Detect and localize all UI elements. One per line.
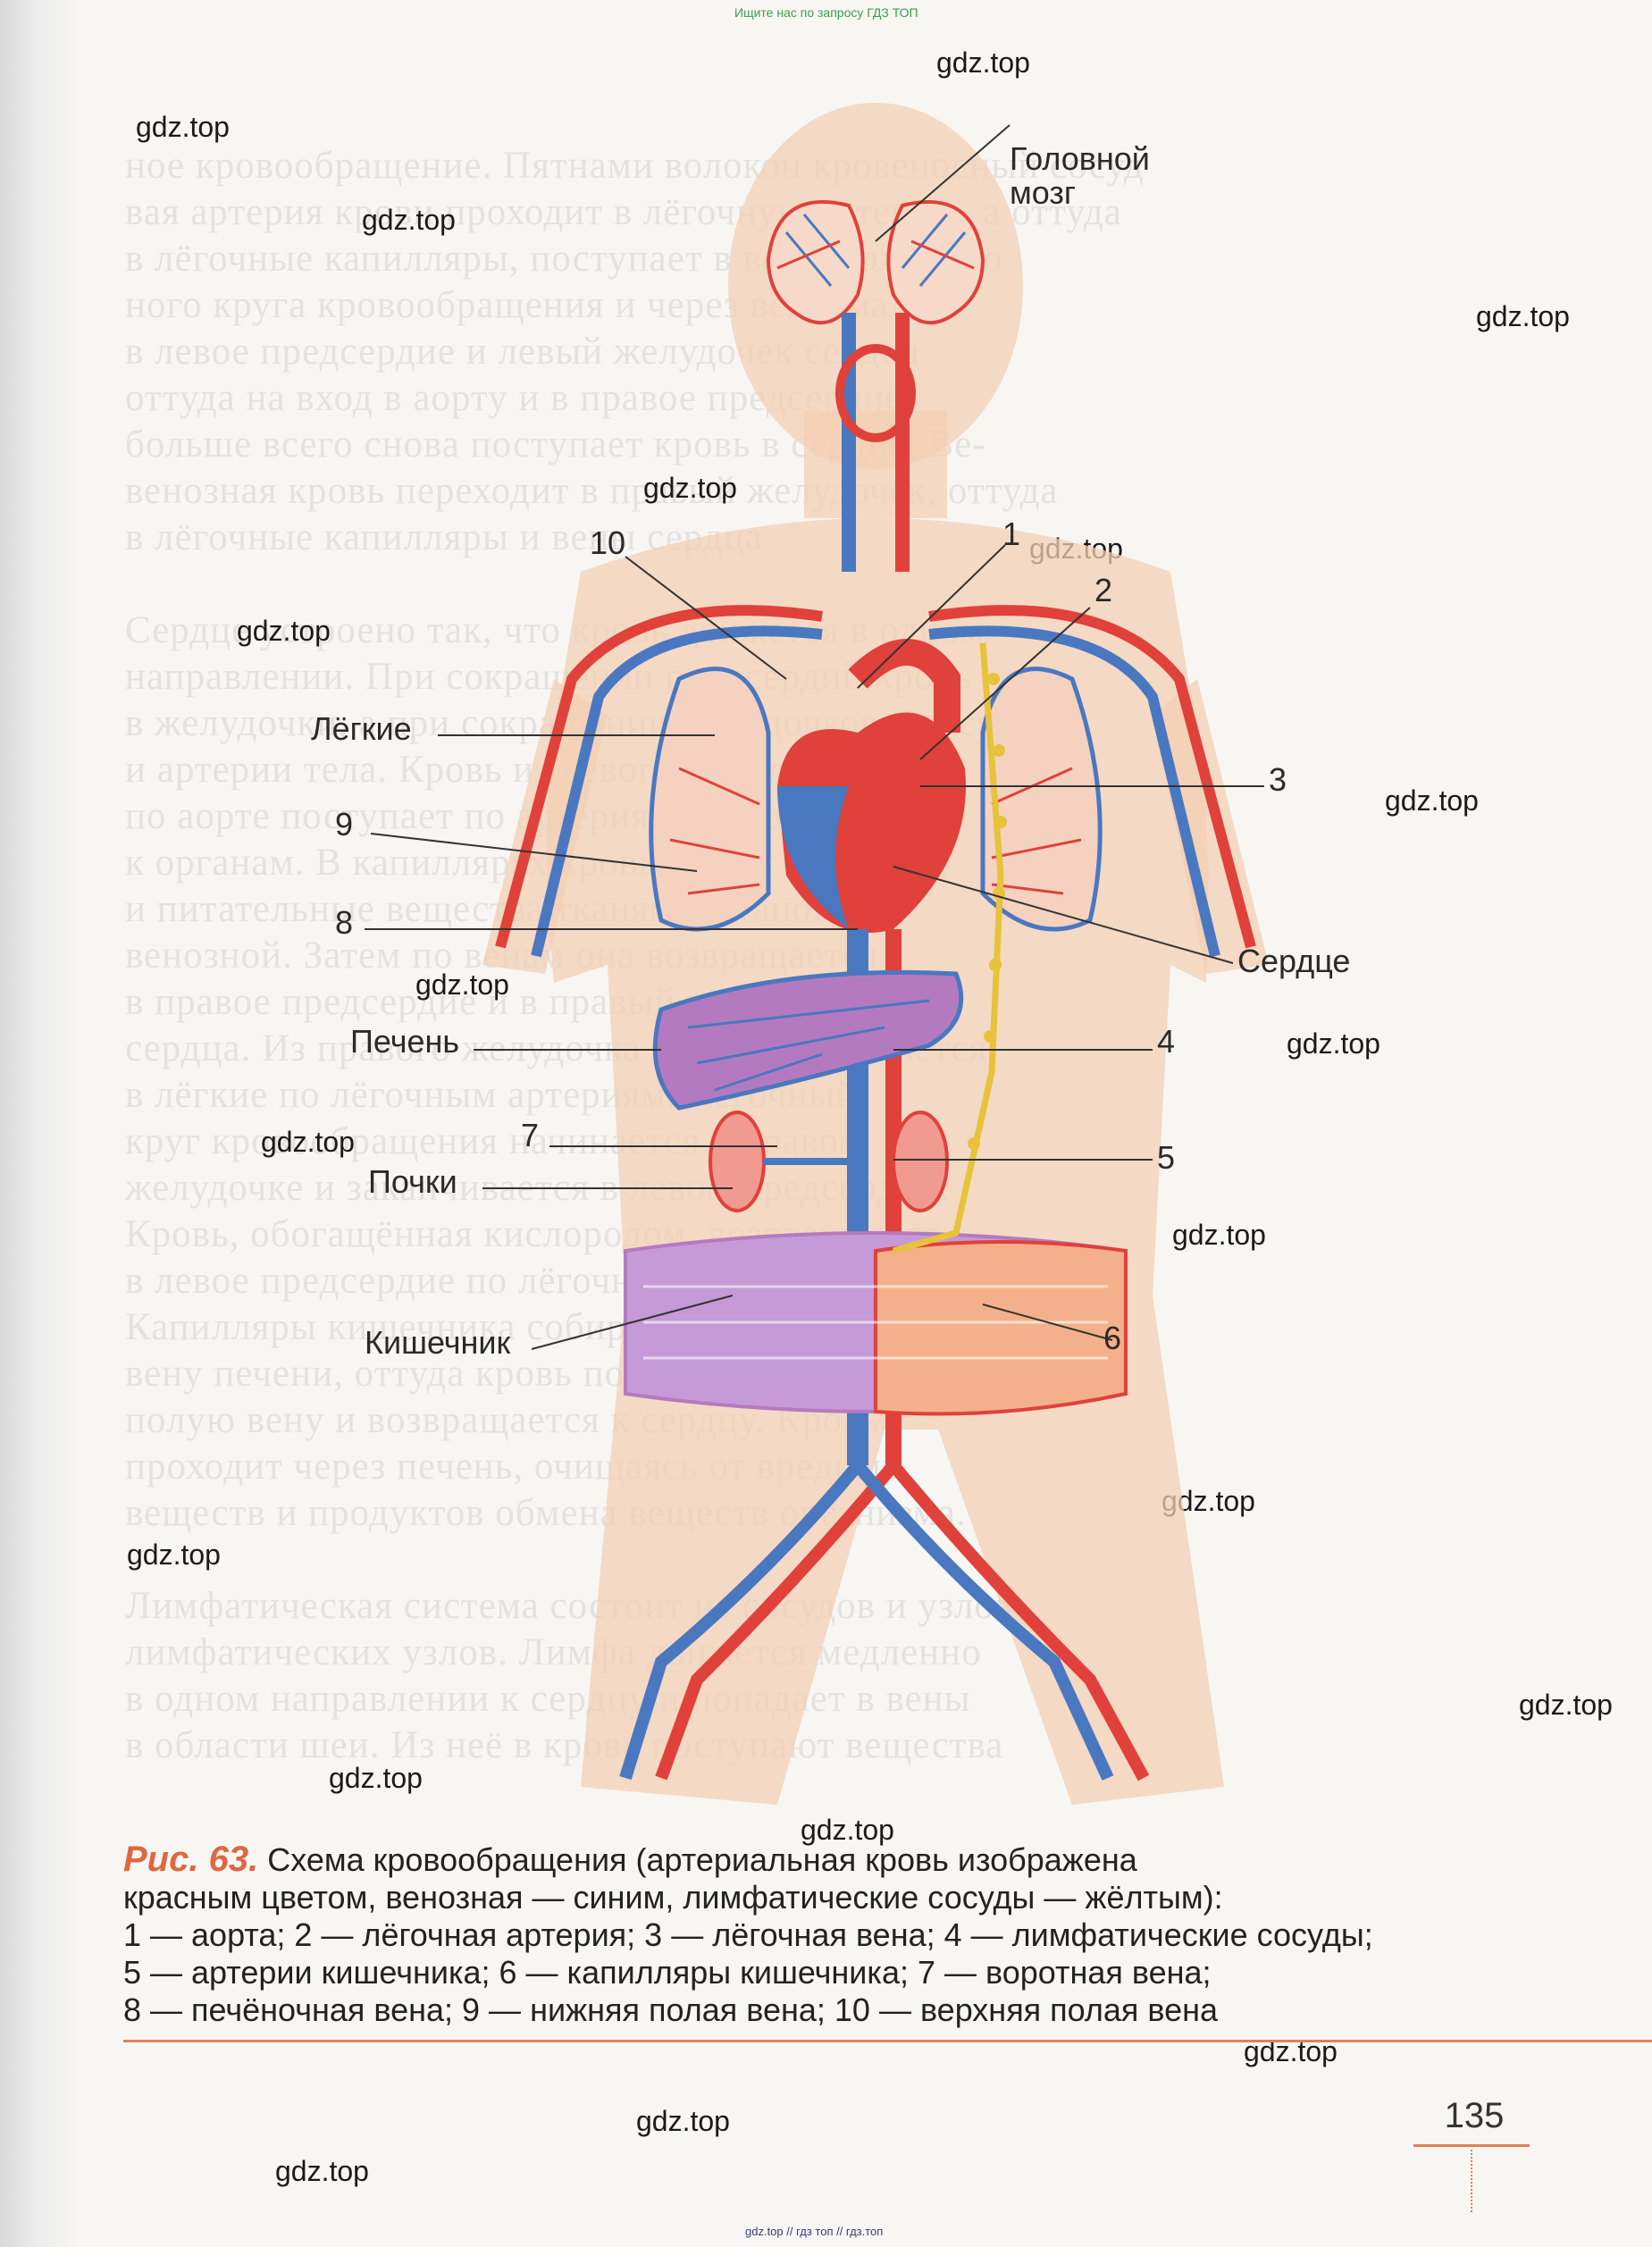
caption-line-5: 8 — печёночная вена; 9 — нижняя полая ве… <box>123 1991 1219 2028</box>
number-8: 8 <box>335 904 353 941</box>
label-lungs: Лёгкие <box>311 710 412 747</box>
label-kidneys: Почки <box>368 1163 457 1200</box>
watermark: gdz.top <box>1385 784 1479 817</box>
watermark: gdz.top <box>1287 1027 1380 1060</box>
watermark: gdz.top <box>275 2155 369 2187</box>
body-silhouette <box>482 103 1269 1805</box>
caption-divider <box>123 2040 1652 2042</box>
number-4: 4 <box>1157 1023 1175 1060</box>
brain-vessels <box>766 200 985 325</box>
book-spine-shadow <box>0 0 80 2247</box>
page-number: 135 <box>1444 2096 1505 2135</box>
label-intestine: Кишечник <box>365 1324 511 1361</box>
top-watermark-note: Ищите нас по запросу ГДЗ ТОП <box>734 5 918 20</box>
watermark: gdz.top <box>261 1126 355 1158</box>
caption-line-3: 1 — аорта; 2 — лёгочная артерия; 3 — лёг… <box>123 1916 1373 1953</box>
watermark: gdz.top <box>936 46 1030 79</box>
number-5: 5 <box>1157 1139 1175 1176</box>
watermark: gdz.top <box>1476 300 1570 332</box>
caption-line-2: красным цветом, венозная — синим, лимфат… <box>123 1879 1223 1916</box>
label-liver: Печень <box>350 1023 459 1060</box>
watermark: gdz.top <box>643 472 737 504</box>
watermark: gdz.top <box>415 968 509 1001</box>
heart <box>777 639 966 933</box>
bottom-watermark-note: gdz.top // гдз топ // гдз.топ <box>745 2225 884 2238</box>
figure-caption: Рис. 63. Схема кровообращения (артериаль… <box>123 1840 1553 2029</box>
watermark: gdz.top <box>636 2105 730 2137</box>
caption-line-4: 5 — артерии кишечника; 6 — капилляры киш… <box>123 1954 1212 1991</box>
caption-line-1: Схема кровообращения (артериальная кровь… <box>267 1841 1137 1878</box>
label-brain-line2: мозг <box>1010 174 1076 211</box>
number-9: 9 <box>335 806 353 843</box>
watermark: gdz.top <box>801 1814 894 1846</box>
page-number-underline <box>1413 2144 1530 2147</box>
number-2: 2 <box>1094 572 1112 608</box>
watermark: gdz.top <box>362 204 456 236</box>
figure-number: Рис. 63. <box>123 1840 259 1879</box>
page-number-dotted-line <box>1471 2150 1472 2212</box>
label-heart: Сердце <box>1237 943 1350 979</box>
label-brain-line1: Головной <box>1010 140 1150 177</box>
leader-lines <box>365 124 1264 1350</box>
number-1: 1 <box>1002 516 1020 552</box>
number-10: 10 <box>590 524 625 561</box>
watermark: gdz.top <box>237 615 331 647</box>
watermark: gdz.top <box>1172 1219 1266 1251</box>
watermark: gdz.top <box>136 111 230 143</box>
watermark: gdz.top <box>1519 1689 1613 1721</box>
number-7: 7 <box>521 1117 539 1153</box>
number-6: 6 <box>1103 1320 1121 1356</box>
watermark: gdz.top <box>127 1539 221 1571</box>
number-3: 3 <box>1269 761 1287 798</box>
watermark: gdz.top <box>329 1762 423 1794</box>
